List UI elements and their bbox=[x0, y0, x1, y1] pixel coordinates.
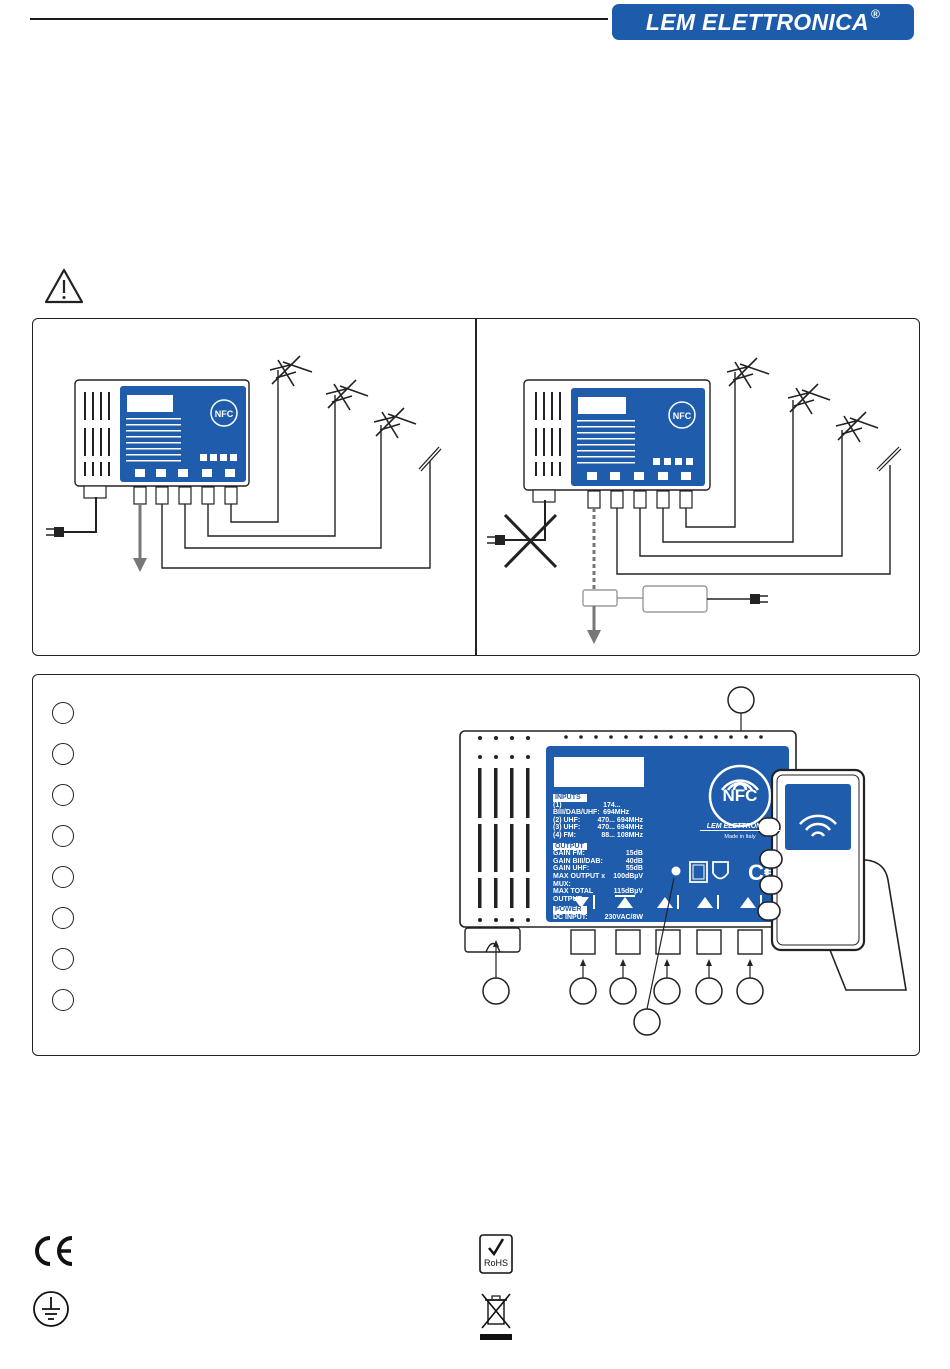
output-3-name: GAIN UHF: bbox=[553, 865, 590, 873]
legend-marker-5 bbox=[52, 866, 74, 888]
header-rule bbox=[30, 18, 608, 20]
input-4-value: 88... 108MHz bbox=[601, 831, 643, 839]
nfc-label: NFC bbox=[722, 786, 758, 805]
input-2-value: 470... 694MHz bbox=[597, 816, 643, 824]
input-1-value: 174... 694MHz bbox=[603, 801, 630, 817]
legend-marker-2 bbox=[52, 743, 74, 765]
output-2-name: GAIN BIII/DAB: bbox=[553, 857, 603, 865]
input-3-name: (3) UHF: bbox=[553, 824, 581, 832]
input-2-name: (2) UHF: bbox=[553, 816, 581, 824]
input-1-name: (1) BIII/DAB/UHF: bbox=[553, 801, 600, 817]
svg-text:RoHS: RoHS bbox=[484, 1258, 508, 1268]
inputs-section: INPUTS (1) BIII/DAB/UHF:174... 694MHz (2… bbox=[553, 794, 643, 922]
label-brand: LEM ELETTRONICA bbox=[700, 823, 780, 831]
svg-text:NFC: NFC bbox=[215, 409, 234, 419]
brand-name: LEM ELETTRONICA bbox=[645, 8, 869, 35]
antenna-icon bbox=[269, 355, 313, 387]
diagram-remote-power: NFC bbox=[487, 357, 902, 644]
warning-icon bbox=[44, 268, 84, 304]
legend-marker-6 bbox=[52, 907, 74, 929]
registered-mark: ® bbox=[870, 7, 881, 21]
svg-text:NFC: NFC bbox=[673, 411, 692, 421]
output-3-value: 55dB bbox=[625, 865, 643, 873]
output-5-value: 115dBµV bbox=[613, 888, 643, 896]
power-name: DC INPUT: bbox=[553, 913, 588, 921]
output-1-value: 15dB bbox=[625, 850, 643, 858]
installation-diagrams-panel bbox=[32, 318, 920, 656]
brand-logo: LEM ELETTRONICA® bbox=[612, 4, 914, 40]
output-1-name: GAIN FM: bbox=[553, 850, 585, 858]
diagram-direct-power: NFC bbox=[46, 355, 442, 572]
legend-marker-3 bbox=[52, 784, 74, 806]
output-2-value: 40dB bbox=[625, 857, 643, 865]
device-overview-panel bbox=[32, 674, 920, 1056]
legend-marker-7 bbox=[52, 948, 74, 970]
legend-marker-1 bbox=[52, 702, 74, 724]
legend-marker-4 bbox=[52, 825, 74, 847]
legend-marker-8 bbox=[52, 989, 74, 1011]
power-value: 230VAC/8W bbox=[604, 913, 643, 921]
panel-divider bbox=[475, 319, 477, 655]
ground-icon bbox=[33, 1291, 69, 1327]
amplifier-detail-drawing: C€ bbox=[459, 686, 907, 1036]
inputs-title: INPUTS bbox=[553, 794, 587, 802]
power-title: POWER bbox=[553, 906, 587, 914]
input-3-value: 470... 694MHz bbox=[597, 824, 643, 832]
output-title: OUTPUT bbox=[553, 842, 587, 851]
label-made-in: Made in Italy bbox=[724, 834, 756, 840]
output-5-name: MAX TOTAL OUTPUT: bbox=[553, 888, 594, 903]
output-4-value: 100dBµV bbox=[613, 872, 643, 880]
rohs-icon: RoHS bbox=[479, 1234, 513, 1274]
output-4-name: MAX OUTPUT x MUX: bbox=[553, 872, 606, 888]
input-4-name: (4) FM: bbox=[553, 831, 576, 839]
weee-bin-icon bbox=[480, 1293, 512, 1340]
ce-mark-icon bbox=[35, 1236, 73, 1266]
